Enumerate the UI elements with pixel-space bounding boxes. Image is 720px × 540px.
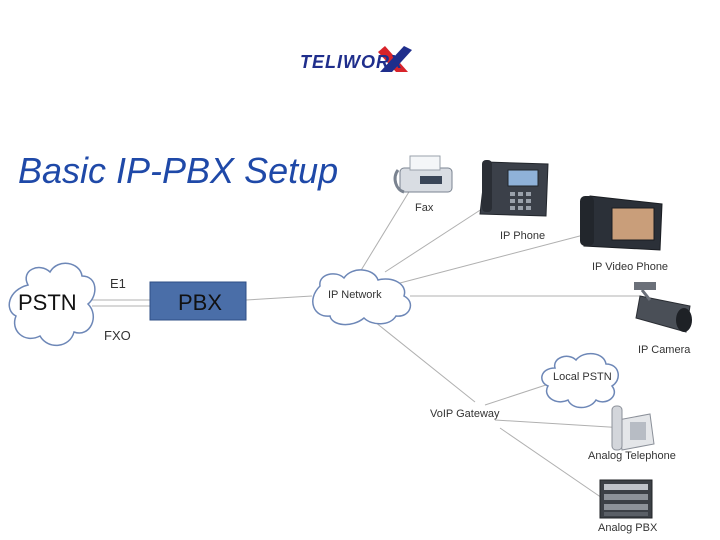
- brand-logo: TELIWORX: [300, 52, 403, 72]
- analog-telephone-label: Analog Telephone: [588, 450, 676, 462]
- link-pbx-network: [245, 295, 313, 301]
- local-pstn-cloud: [541, 352, 619, 409]
- fxo-link-label: FXO: [104, 328, 131, 343]
- pstn-cloud: [8, 262, 96, 346]
- connection-lines: [92, 181, 640, 501]
- fax-icon: [393, 155, 453, 194]
- fax-label: Fax: [415, 202, 434, 214]
- e1-link-label: E1: [110, 276, 126, 291]
- pbx-box: [149, 281, 247, 321]
- link-network-gateway: [374, 321, 476, 403]
- voip-gateway-label: VoIP Gateway: [430, 408, 500, 420]
- page-title: Basic IP-PBX Setup: [18, 150, 339, 191]
- analog-pbx-icon: [599, 479, 653, 519]
- ip-phone-label: IP Phone: [500, 230, 546, 242]
- link-gateway-analogpbx: [499, 427, 606, 501]
- pbx-label: PBX: [178, 290, 223, 315]
- link-gateway-analogphone: [494, 419, 626, 429]
- link-network-videophone: [399, 231, 596, 284]
- ip-phone-icon: [479, 160, 549, 217]
- teliworx-logo-icon: [378, 46, 412, 72]
- ip-camera-label: IP Camera: [638, 344, 691, 356]
- analog-pbx-label: Analog PBX: [598, 522, 658, 534]
- ip-network-cloud: [312, 269, 412, 326]
- local-pstn-label: Local PSTN: [553, 371, 612, 383]
- pstn-label: PSTN: [18, 290, 77, 315]
- ip-video-phone-label: IP Video Phone: [592, 261, 669, 273]
- ip-camera-icon: [634, 282, 692, 333]
- ip-network-label: IP Network: [328, 289, 382, 301]
- link-gateway-localpstn: [484, 381, 556, 406]
- ip-video-phone-icon: [580, 195, 663, 251]
- analog-telephone-icon: [611, 405, 655, 451]
- link-network-ipphone: [384, 204, 489, 273]
- link-network-fax: [359, 181, 416, 273]
